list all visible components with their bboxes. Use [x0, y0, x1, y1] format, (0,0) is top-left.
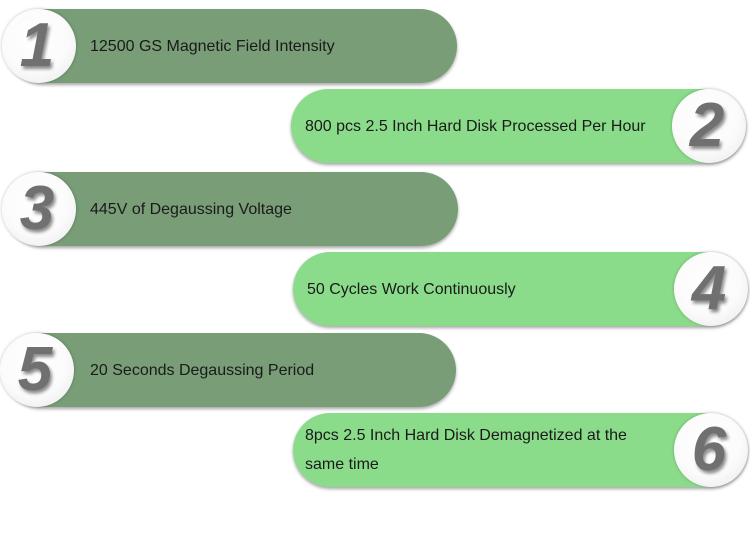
- feature-text-4: 50 Cycles Work Continuously: [307, 280, 516, 298]
- feature-item-1: 12500 GS Magnetic Field Intensity: [6, 9, 457, 83]
- number-badge-1: 1: [2, 9, 76, 83]
- feature-text-3: 445V of Degaussing Voltage: [90, 200, 292, 218]
- number-label-4: 4: [691, 254, 727, 323]
- number-badge-6: 6: [674, 413, 748, 487]
- feature-text-1: 12500 GS Magnetic Field Intensity: [90, 37, 335, 55]
- number-badge-3: 3: [2, 172, 76, 246]
- number-label-6: 6: [691, 415, 727, 484]
- feature-item-6: 8pcs 2.5 Inch Hard Disk Demagnetized at …: [293, 413, 748, 487]
- number-label-2: 2: [689, 91, 725, 160]
- number-badge-4: 4: [674, 252, 748, 326]
- number-label-5: 5: [17, 335, 53, 404]
- feature-item-4: 50 Cycles Work Continuously: [293, 252, 748, 326]
- feature-text-6: 8pcs 2.5 Inch Hard Disk Demagnetized at …: [305, 427, 627, 473]
- number-label-3: 3: [19, 174, 55, 243]
- number-badge-5: 5: [0, 333, 74, 407]
- feature-item-3: 445V of Degaussing Voltage: [6, 172, 458, 246]
- feature-item-5: 20 Seconds Degaussing Period: [4, 333, 456, 407]
- number-badge-2: 2: [672, 89, 746, 163]
- feature-text-2: 800 pcs 2.5 Inch Hard Disk Processed Per…: [305, 117, 646, 135]
- feature-item-2: 800 pcs 2.5 Inch Hard Disk Processed Per…: [291, 89, 746, 163]
- feature-text-5: 20 Seconds Degaussing Period: [90, 361, 315, 379]
- number-label-1: 1: [19, 11, 55, 80]
